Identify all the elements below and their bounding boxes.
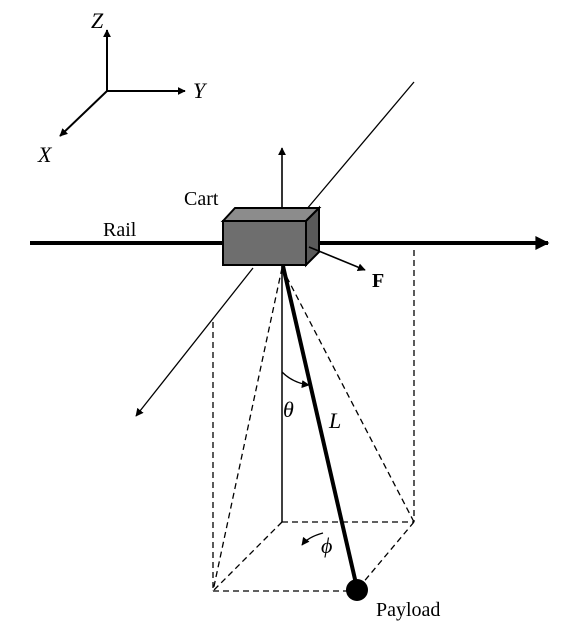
force-label: F: [372, 270, 384, 292]
theta-arc: [281, 371, 310, 389]
cart-front-face: [222, 220, 307, 266]
payload-mass: [346, 579, 368, 601]
y-axis-label: Y: [193, 78, 208, 103]
cart-top-face: [220, 207, 322, 222]
rail-label: Rail: [103, 219, 137, 241]
cart-label: Cart: [184, 188, 219, 210]
x-axis-label: X: [37, 142, 53, 167]
cable: [281, 265, 359, 589]
x-direction-line-upper: [305, 81, 415, 211]
x-axis-arrow: [59, 90, 108, 137]
z-axis-label: Z: [91, 8, 104, 33]
cart: [220, 205, 322, 268]
x-direction-line-lower: [135, 267, 254, 417]
phi-label: ϕ: [321, 533, 332, 558]
force-arrow: [308, 246, 366, 271]
projection-lines: [212, 250, 415, 592]
payload-label: Payload: [376, 599, 440, 621]
coordinate-frame: Z Y X: [37, 8, 208, 167]
phi-arc: [301, 532, 324, 546]
length-label: L: [328, 408, 341, 433]
theta-label: θ: [283, 397, 294, 422]
